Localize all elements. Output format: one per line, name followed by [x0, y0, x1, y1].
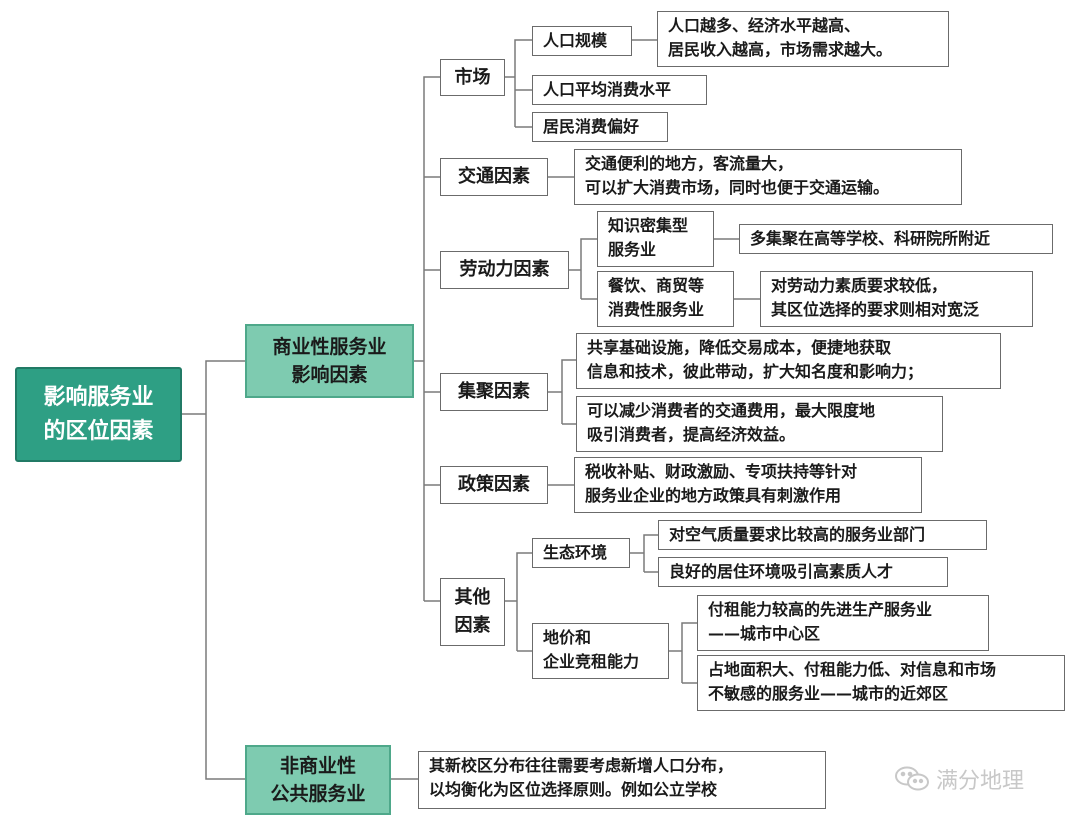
ecology-desc-2: 良好的居住环境吸引高素质人才 [658, 557, 948, 587]
factor-transport: 交通因素 [440, 158, 548, 196]
labor-knowledge-intensive-desc: 多集聚在高等学校、科研院所附近 [739, 224, 1053, 254]
factor-policy: 政策因素 [440, 466, 548, 504]
factor-market: 市场 [440, 59, 505, 96]
commercial-services-node: 商业性服务业 影响因素 [245, 324, 414, 398]
agglomeration-desc-1: 共享基础设施，降低交易成本，便捷地获取 信息和技术，彼此带动，扩大知名度和影响力… [576, 333, 1001, 389]
root-node: 影响服务业 的区位因素 [15, 367, 182, 462]
market-avg-consumption: 人口平均消费水平 [532, 75, 707, 105]
market-consumer-preference: 居民消费偏好 [532, 112, 668, 142]
factor-agglomeration: 集聚因素 [440, 373, 548, 411]
factor-labor: 劳动力因素 [440, 251, 569, 289]
other-land-rent: 地价和 企业竞租能力 [532, 623, 669, 679]
ecology-desc-1: 对空气质量要求比较高的服务业部门 [658, 520, 987, 550]
agglomeration-desc-2: 可以减少消费者的交通费用，最大限度地 吸引消费者，提高经济效益。 [576, 396, 943, 452]
other-ecology: 生态环境 [532, 538, 630, 568]
noncommercial-services-node: 非商业性 公共服务业 [245, 745, 391, 815]
land-rent-desc-2: 占地面积大、付租能力低、对信息和市场 不敏感的服务业——城市的近郊区 [697, 655, 1065, 711]
labor-consumer-services: 餐饮、商贸等 消费性服务业 [597, 271, 734, 327]
market-population-size: 人口规模 [532, 26, 632, 56]
noncommercial-desc: 其新校区分布往往需要考虑新增人口分布， 以均衡化为区位选择原则。例如公立学校 [418, 751, 826, 809]
labor-knowledge-intensive: 知识密集型 服务业 [597, 211, 714, 267]
wechat-icon [895, 766, 929, 791]
watermark-text: 满分地理 [936, 769, 1025, 794]
factor-other: 其他 因素 [440, 578, 505, 646]
policy-desc: 税收补贴、财政激励、专项扶持等针对 服务业企业的地方政策具有刺激作用 [574, 457, 922, 513]
labor-consumer-services-desc: 对劳动力素质要求较低， 其区位选择的要求则相对宽泛 [760, 271, 1033, 327]
market-population-size-desc: 人口越多、经济水平越高、 居民收入越高，市场需求越大。 [657, 11, 949, 67]
watermark: 满分地理 [894, 763, 1024, 795]
transport-desc: 交通便利的地方，客流量大， 可以扩大消费市场，同时也便于交通运输。 [574, 149, 962, 205]
land-rent-desc-1: 付租能力较高的先进生产服务业 ——城市中心区 [697, 595, 989, 651]
